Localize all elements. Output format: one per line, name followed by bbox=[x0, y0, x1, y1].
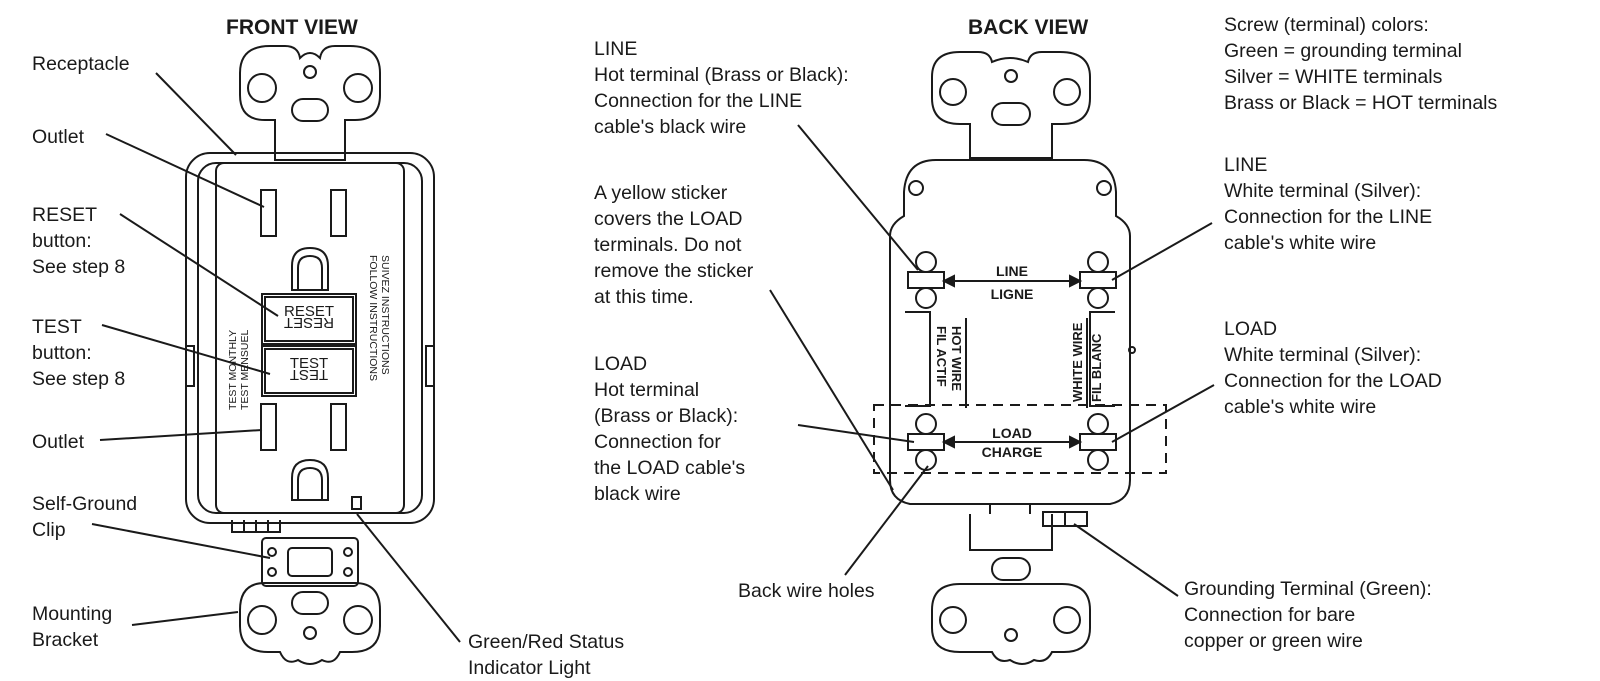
line-mark-en: LINE bbox=[996, 263, 1028, 279]
front-face bbox=[215, 162, 405, 514]
side-text-right-1: FOLLOW INSTRUCTIONS bbox=[367, 255, 379, 381]
white-wire-mark-en: WHITE WIRE bbox=[1070, 322, 1085, 402]
self-ground-clip bbox=[261, 537, 359, 587]
outlet-top-label: Outlet bbox=[32, 126, 85, 148]
back-housing bbox=[889, 159, 1131, 505]
front-housing bbox=[185, 152, 435, 524]
white-wire-mark-fr: FIL BLANC bbox=[1089, 333, 1104, 402]
front-receptacle bbox=[185, 45, 435, 665]
reset-button-frame bbox=[261, 293, 357, 345]
yellow-sticker-area bbox=[873, 404, 1167, 474]
side-text-left-2: TEST MENSUEL bbox=[239, 330, 251, 410]
outlet-bottom bbox=[260, 403, 347, 501]
left-side-clip bbox=[185, 345, 195, 387]
screw-colors-legend: Screw (terminal) colors:Green = groundin… bbox=[1224, 14, 1498, 114]
back-bottom-bracket bbox=[931, 514, 1091, 665]
grounding-terminal-label: Grounding Terminal (Green):Connection fo… bbox=[1184, 578, 1432, 652]
reset-button-text: RESET bbox=[284, 303, 334, 320]
hot-wire-mark-fr: FIL ACTIF bbox=[934, 326, 949, 387]
back-wire-holes-label: Back wire holes bbox=[738, 580, 875, 602]
reset-button[interactable] bbox=[264, 296, 354, 342]
test-button-text: TEST bbox=[290, 355, 328, 372]
back-top-bracket bbox=[931, 51, 1091, 159]
front-bottom-bracket bbox=[231, 520, 381, 665]
test-button[interactable] bbox=[264, 348, 354, 394]
line-mark-fr: LIGNE bbox=[991, 286, 1034, 302]
hot-wire-mark-en: HOT WIRE bbox=[949, 326, 964, 391]
line-white-screw bbox=[1079, 251, 1117, 309]
front-top-bracket bbox=[239, 45, 381, 161]
load-white-screw bbox=[1079, 413, 1117, 471]
outlet-bottom-label: Outlet bbox=[32, 431, 85, 453]
side-text-right-2: SUIVEZ INSTRUCTIONS bbox=[379, 255, 391, 375]
status-indicator-light bbox=[351, 496, 362, 510]
back-leader-lines bbox=[769, 124, 1215, 597]
front-view-title: FRONT VIEW bbox=[226, 16, 358, 39]
front-leader-lines bbox=[91, 72, 461, 643]
back-receptacle bbox=[873, 51, 1167, 665]
receptacle-label: Receptacle bbox=[32, 53, 130, 75]
load-mark-fr: CHARGE bbox=[982, 444, 1043, 460]
right-side-clip bbox=[425, 345, 435, 387]
line-hot-screw bbox=[907, 251, 945, 309]
test-button-text-inverted: TEST bbox=[290, 366, 328, 383]
load-mark-en: LOAD bbox=[992, 425, 1032, 441]
reset-button-text-inverted: RESET bbox=[284, 314, 334, 331]
side-text-left-1: TEST MONTHLY bbox=[227, 330, 239, 410]
back-view-title: BACK VIEW bbox=[968, 16, 1089, 39]
outlet-top bbox=[260, 189, 347, 291]
